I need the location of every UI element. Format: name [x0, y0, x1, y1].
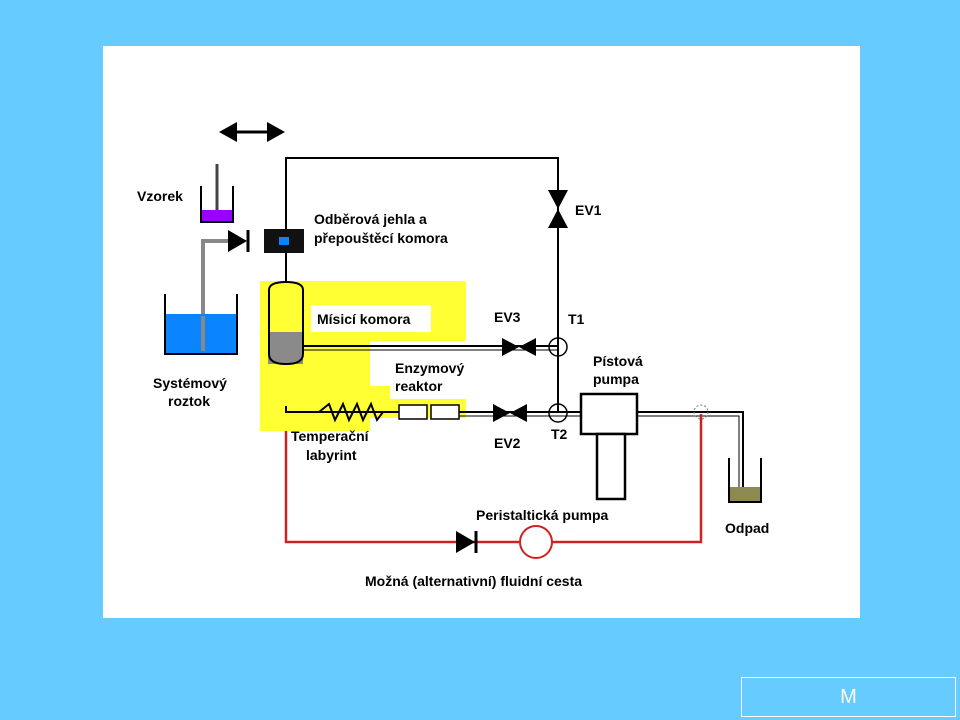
- valve-ev2-icon: [493, 404, 527, 422]
- check-valve-icon: [228, 230, 250, 252]
- navigation-button[interactable]: M: [741, 677, 956, 717]
- label-enzyme-reactor-line2: reaktor: [395, 378, 443, 394]
- tubing-inner: [303, 349, 740, 490]
- label-ev1: EV1: [575, 202, 602, 218]
- waste-beaker: [728, 458, 762, 503]
- label-needle-line2: přepouštěcí komora: [314, 230, 448, 246]
- label-ev2: EV2: [494, 435, 521, 451]
- valve-ev1-icon: [548, 190, 568, 228]
- alternative-path: [284, 414, 703, 544]
- peristaltic-pump-icon: [519, 525, 553, 559]
- main-tubing: [285, 157, 744, 490]
- label-waste: Odpad: [725, 520, 769, 536]
- label-peristaltic-pump: Peristaltická pumpa: [476, 507, 608, 523]
- sample-beaker: [200, 186, 234, 223]
- mixing-chamber: [268, 280, 304, 366]
- label-alternative-path: Možná (alternativní) fluidní cesta: [365, 573, 582, 589]
- label-t2: T2: [551, 426, 568, 442]
- alt-path-junction-icon: [693, 404, 709, 420]
- label-system-solution-line1: Systémový: [153, 375, 227, 391]
- label-piston-pump-line1: Pístová: [593, 353, 643, 369]
- fluidic-schematic: Vzorek Odběrová jehla a přepouštěcí komo…: [137, 122, 769, 589]
- t1-junction-icon: [548, 337, 568, 357]
- diagram-panel: Vzorek Odběrová jehla a přepouštěcí komo…: [103, 46, 860, 618]
- t2-junction-icon: [548, 403, 568, 423]
- reactor-label-box: [390, 359, 466, 399]
- alt-check-valve-icon: [456, 531, 478, 553]
- label-ev3: EV3: [494, 309, 521, 325]
- label-thermal-labyrinth-line2: labyrint: [306, 447, 357, 463]
- label-sample: Vzorek: [137, 188, 183, 204]
- label-enzyme-reactor-line1: Enzymový: [395, 360, 464, 376]
- double-arrow-icon: [219, 122, 285, 142]
- label-needle-line1: Odběrová jehla a: [314, 211, 427, 227]
- piston-pump-icon: [579, 392, 639, 501]
- label-mixing-chamber: Mísicí komora: [317, 311, 411, 327]
- label-system-solution-line2: roztok: [168, 393, 210, 409]
- mixing-label-box: [311, 305, 431, 332]
- label-piston-pump-line2: pumpa: [593, 371, 639, 387]
- enzyme-reactor-icon: [398, 404, 460, 420]
- needle-chamber-icon: [264, 229, 304, 253]
- thermal-labyrinth-icon: [318, 401, 399, 423]
- valve-ev3-icon: [502, 338, 536, 356]
- label-thermal-labyrinth-line1: Temperační: [291, 428, 370, 444]
- label-t1: T1: [568, 311, 585, 327]
